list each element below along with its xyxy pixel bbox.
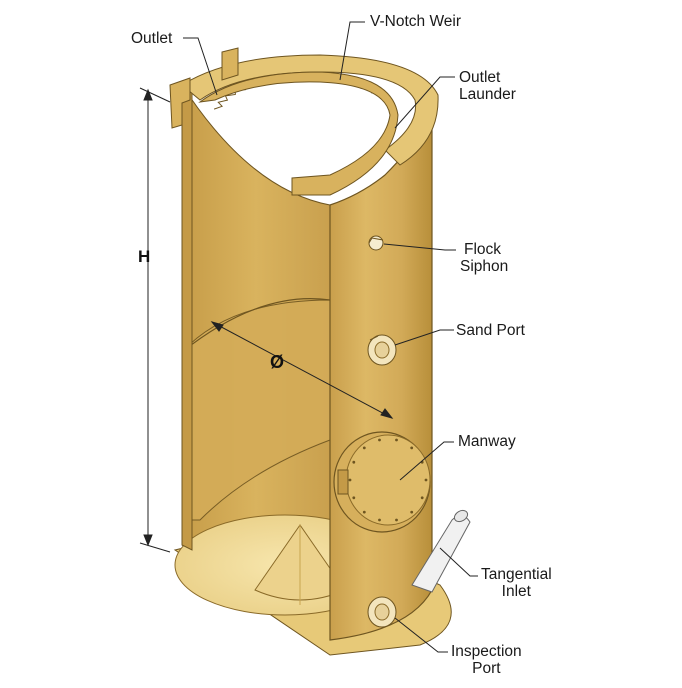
label-inspection-port-line1: Inspection [451, 643, 522, 660]
label-tangential-inlet: Tangential Inlet [481, 566, 552, 600]
manway-bolt [410, 510, 414, 514]
outlet-tab-back [221, 47, 239, 81]
manway-bolt [362, 446, 366, 450]
inspection-port [367, 596, 397, 628]
label-manway: Manway [458, 433, 516, 450]
height-dimension [139, 87, 171, 553]
manway-bolt [410, 446, 414, 450]
manway-bolt [378, 438, 381, 442]
weir-wall [198, 71, 399, 196]
label-outlet-launder-line1: Outlet [459, 69, 501, 86]
manway-bolt [420, 496, 424, 500]
manway-bolt [362, 510, 366, 514]
manway-bolt [395, 518, 398, 522]
label-inspection-port-line2: Port [472, 660, 501, 677]
diameter-symbol: Ø [270, 352, 285, 372]
label-flock-siphon-line2: Siphon [460, 258, 509, 275]
label-outlet-launder: Outlet Launder [459, 69, 516, 103]
label-sand-port: Sand Port [456, 322, 525, 339]
label-outlet-launder-line2: Launder [459, 86, 516, 103]
label-tangential-inlet-line1: Tangential [481, 566, 552, 583]
manway-bolt [348, 478, 352, 482]
leader-lines [183, 21, 478, 653]
diameter-dimension [210, 321, 394, 419]
manway-bolt [378, 518, 381, 522]
label-tangential-inlet-line2: Inlet [501, 583, 531, 600]
manway-bolt [424, 478, 428, 482]
label-outlet: Outlet [131, 30, 173, 47]
label-inspection-port: Inspection Port [451, 643, 522, 677]
manway-bolt [395, 438, 398, 442]
height-symbol: H [138, 247, 151, 266]
flock-siphon [368, 235, 384, 251]
outlet-tab [169, 77, 191, 129]
sand-port [367, 334, 397, 366]
manway-bolt [352, 460, 356, 464]
manway-bolt [352, 496, 356, 500]
label-flock-siphon: Flock Siphon [460, 241, 508, 275]
label-flock-siphon-line1: Flock [464, 241, 502, 258]
left-shell [181, 84, 193, 551]
manway [333, 431, 431, 533]
label-v-notch-weir: V-Notch Weir [370, 13, 462, 30]
manway-bolts [348, 438, 428, 522]
tangential-inlet-pipe [411, 509, 471, 593]
